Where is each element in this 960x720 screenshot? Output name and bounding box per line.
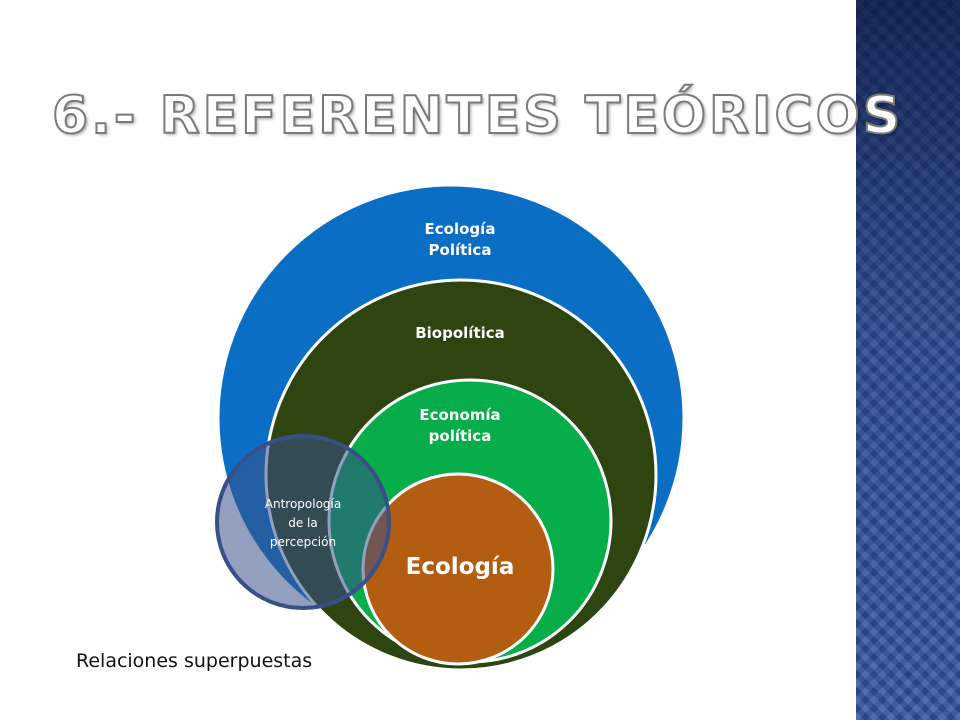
slide-title: 6.- REFERENTES TEÓRICOS xyxy=(51,85,904,147)
label-economia-politica-line2: política xyxy=(429,427,492,445)
decorative-side-panel xyxy=(856,0,960,720)
label-biopolitica: Biopolítica xyxy=(415,324,505,342)
label-ecologia: Ecología xyxy=(406,554,515,580)
diagram-caption: Relaciones superpuestas xyxy=(76,650,313,672)
label-ecologia-politica-line2: Política xyxy=(429,241,492,259)
label-economia-politica-line1: Economía xyxy=(419,406,500,424)
label-ecologia-politica-line1: Ecología xyxy=(425,220,496,238)
circle-antropologia-percepcion xyxy=(215,434,391,610)
label-antropologia-line1: Antropología xyxy=(265,497,341,511)
label-antropologia-line3: percepción xyxy=(270,535,336,549)
label-antropologia-line2: de la xyxy=(288,516,318,530)
